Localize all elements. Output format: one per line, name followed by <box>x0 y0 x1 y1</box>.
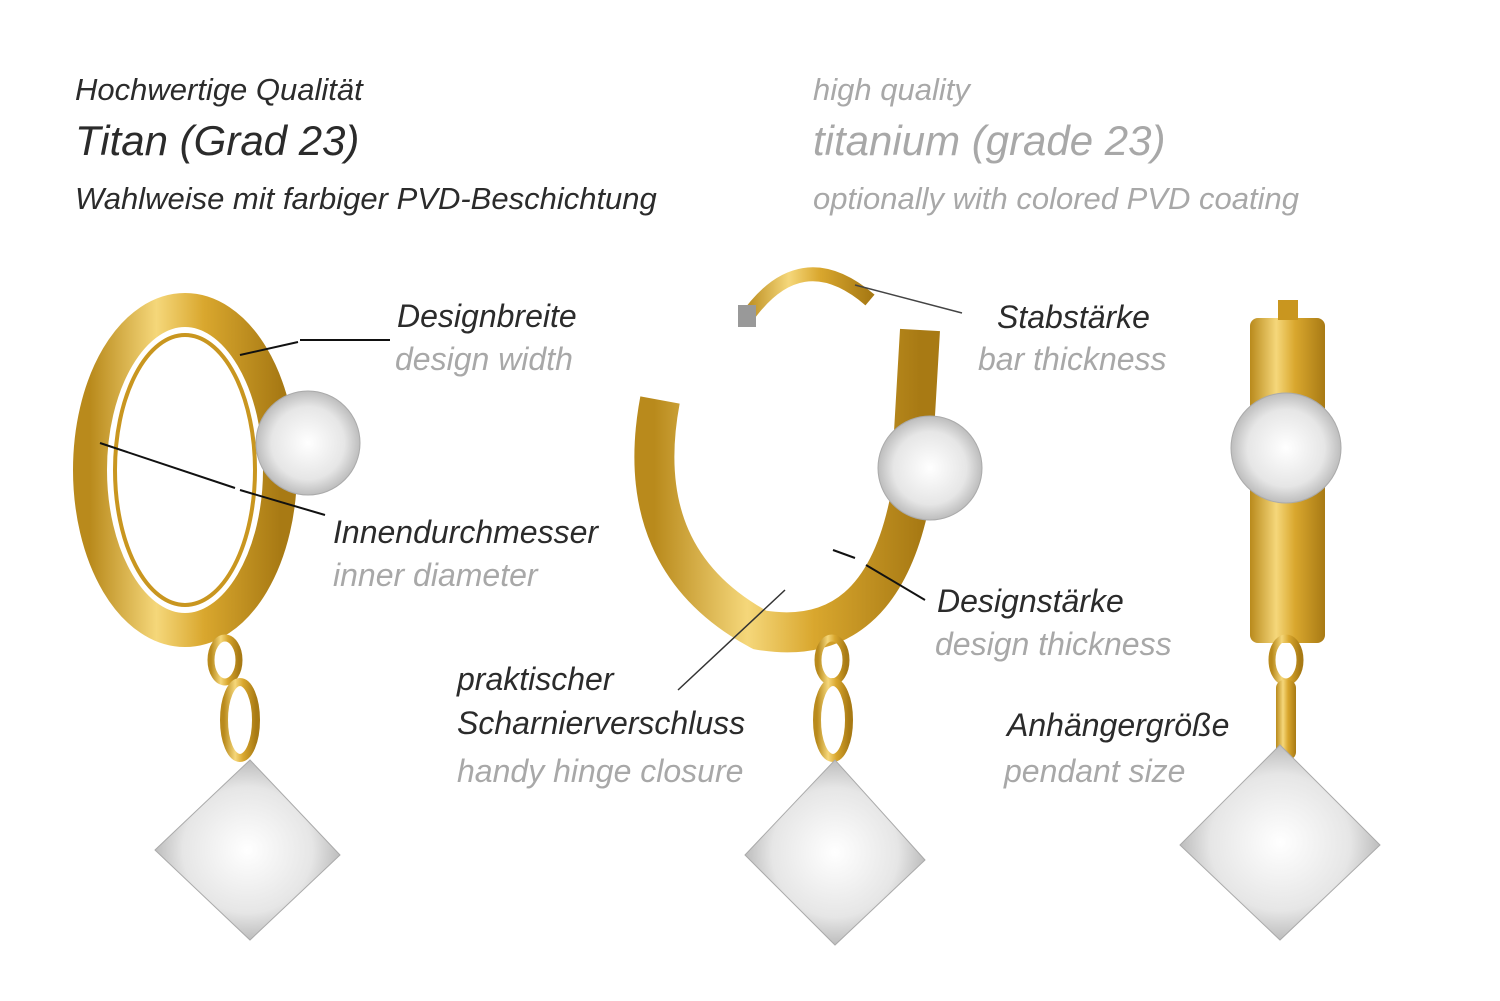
label-pendant-size-de: Anhängergröße <box>1007 707 1230 743</box>
header-en-line2: titanium (grade 23) <box>813 117 1166 164</box>
label-design-width-en: design width <box>395 341 573 377</box>
earring-open-hinge-view <box>634 267 983 946</box>
round-gem <box>877 415 983 521</box>
round-gem <box>255 390 361 496</box>
header-de-line3: Wahlweise mit farbiger PVD-Beschichtung <box>75 181 657 216</box>
square-gem-pendant <box>154 759 341 941</box>
label-hinge-en: handy hinge closure <box>457 753 744 789</box>
label-hinge-de-2: Scharnierverschluss <box>457 705 746 741</box>
label-design-thickness-en: design thickness <box>935 626 1172 662</box>
label-design-thickness-de: Designstärke <box>937 583 1124 619</box>
label-design-width-de: Designbreite <box>397 298 577 334</box>
label-inner-diameter-en: inner diameter <box>333 557 538 593</box>
round-gem <box>1230 392 1342 504</box>
label-hinge-de-1: praktischer <box>457 661 614 697</box>
label-inner-diameter-de: Innendurchmesser <box>333 514 599 550</box>
header-de-line2: Titan (Grad 23) <box>75 117 360 164</box>
square-gem-pendant <box>1179 744 1381 941</box>
label-bar-thickness-de: Stabstärke <box>997 299 1150 335</box>
label-pendant-size-en: pendant size <box>1004 753 1186 789</box>
earring-front-view <box>73 293 390 941</box>
earring-side-view <box>1179 300 1381 941</box>
header-de-line1: Hochwertige Qualität <box>75 72 363 107</box>
label-bar-thickness-en: bar thickness <box>978 341 1167 377</box>
square-gem-pendant <box>744 759 926 946</box>
header-en-line1: high quality <box>813 72 970 107</box>
header-en-line3: optionally with colored PVD coating <box>813 181 1299 216</box>
